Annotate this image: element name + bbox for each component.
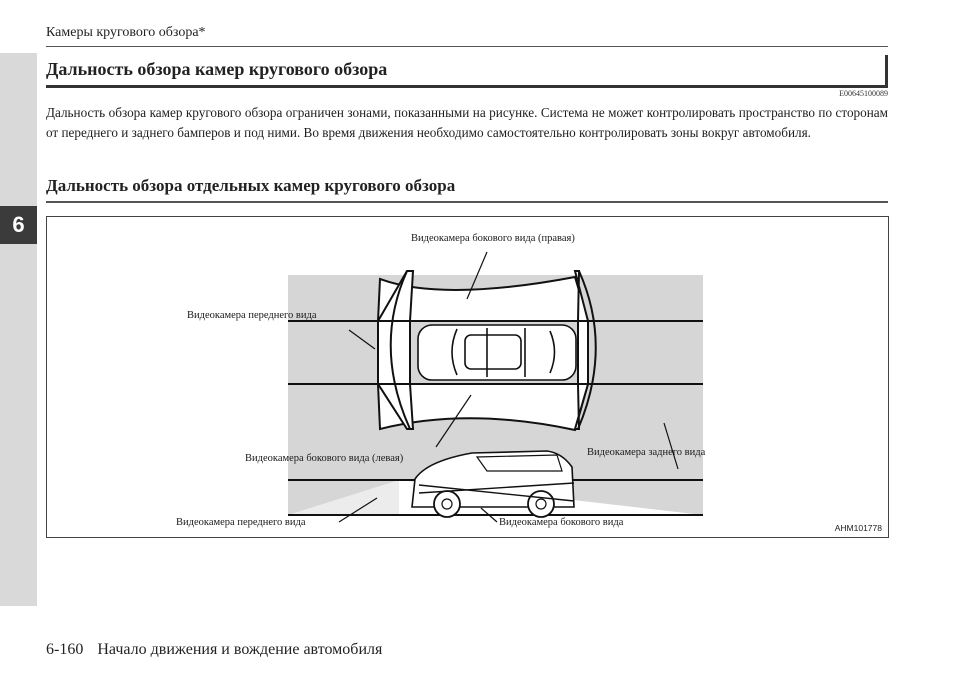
subsection-title: Дальность обзора отдельных камер кругово… [46,176,456,195]
label-side-camera-left: Видеокамера бокового вида (левая) [245,453,404,464]
title-end-mark [885,55,888,85]
chapter-side-tab [0,53,37,606]
running-header: Камеры кругового обзора* [46,25,206,40]
leader-lines [338,251,679,523]
section-body-text: Дальность обзора камер кругового обзора … [46,105,888,140]
blind-zone-rear [376,383,590,432]
header-rule [46,46,888,47]
coverage-diagram [288,251,703,523]
label-front-camera-top: Видеокамера переднего вида [187,310,317,321]
section-title-bar: Дальность обзора камер кругового обзора [46,55,888,88]
car-top-view [417,324,577,381]
chapter-number-badge: 6 [0,206,37,244]
section-title: Дальность обзора камер кругового обзора [46,59,388,79]
page-footer: 6-160 Начало движения и вождение автомоби… [46,641,382,659]
label-front-camera-bottom: Видеокамера переднего вида [176,517,306,528]
label-side-camera-right: Видеокамера бокового вида (правая) [411,233,575,244]
figure-code: AHM101778 [834,523,882,533]
label-side-camera-bottom: Видеокамера бокового вида [499,517,624,528]
label-rear-camera: Видеокамера заднего вида [587,447,706,458]
page-number: 6-160 [46,641,84,658]
subsection-rule [46,201,888,203]
zone-boundaries [288,270,703,430]
blind-zone-left [377,270,415,430]
car-side-view [288,450,703,518]
footer-chapter-title: Начало движения и вождение автомобиля [97,641,383,658]
camera-coverage-figure: Видеокамера бокового вида (правая) Видео… [46,216,889,538]
blind-zones [376,270,590,432]
section-code: E00645100089 [839,89,888,98]
